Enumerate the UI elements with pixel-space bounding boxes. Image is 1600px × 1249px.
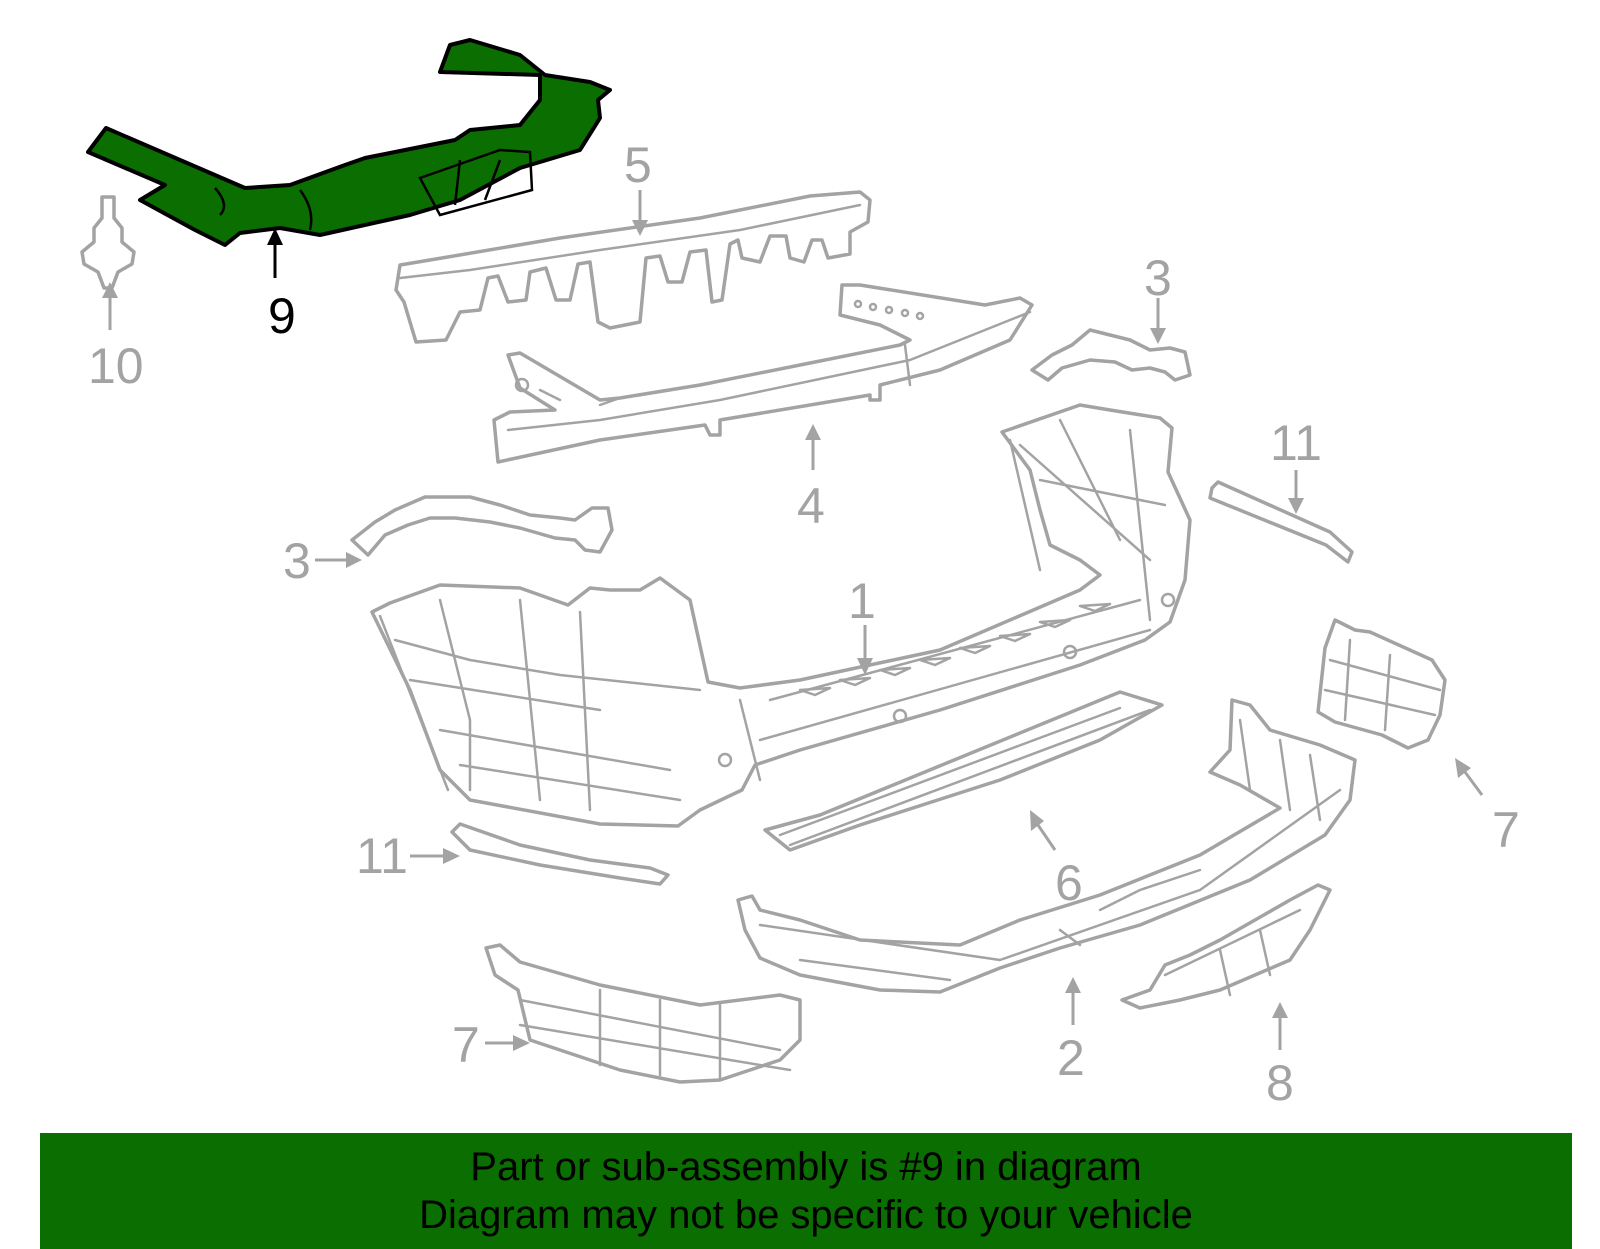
info-banner: Part or sub-assembly is #9 in diagram Di…	[40, 1133, 1572, 1249]
callout-7-left: 7	[452, 1017, 480, 1073]
callout-arrows	[102, 190, 1484, 1051]
banner-line-1: Part or sub-assembly is #9 in diagram	[470, 1145, 1142, 1189]
callout-3-right: 3	[1144, 250, 1172, 306]
part-1-bumper-cover[interactable]	[370, 403, 1192, 828]
part-2-lower-valance[interactable]	[736, 698, 1357, 994]
part-7-cover-right[interactable]	[1316, 618, 1447, 750]
callout-3-left: 3	[283, 533, 311, 589]
callout-10: 10	[88, 338, 144, 394]
callout-9: 9	[268, 288, 296, 344]
part-11-strip-left[interactable]	[450, 822, 670, 886]
callout-5: 5	[624, 137, 652, 193]
part-11-strip-right[interactable]	[1208, 480, 1354, 564]
callout-6: 6	[1055, 855, 1083, 911]
callout-11-left: 11	[356, 828, 408, 884]
part-7-cover-left[interactable]	[484, 943, 802, 1084]
callout-11-right: 11	[1270, 415, 1322, 471]
callout-labels: 9 10 5 4 3 3 11 1 7 6 11 2 8 7	[88, 137, 1520, 1111]
callout-4: 4	[797, 478, 825, 534]
part-8-trim-panel[interactable]	[1120, 883, 1332, 1010]
parts-diagram: 9 10 5 4 3 3 11 1 7 6 11 2 8 7	[80, 38, 1520, 1111]
part-3-bracket-left[interactable]	[350, 495, 614, 557]
part-9-highlighted[interactable]	[86, 38, 612, 247]
callout-1: 1	[848, 573, 876, 629]
callout-7-right: 7	[1492, 802, 1520, 858]
callout-2: 2	[1057, 1030, 1085, 1086]
banner-line-2: Diagram may not be specific to your vehi…	[419, 1193, 1193, 1237]
part-5-absorber[interactable]	[394, 190, 872, 344]
part-10-clip[interactable]	[80, 195, 136, 290]
part-6-step-pad[interactable]	[763, 690, 1164, 852]
part-4-reinforcement[interactable]	[492, 283, 1034, 464]
part-3-bracket-right[interactable]	[1030, 328, 1192, 382]
callout-8: 8	[1266, 1055, 1294, 1111]
